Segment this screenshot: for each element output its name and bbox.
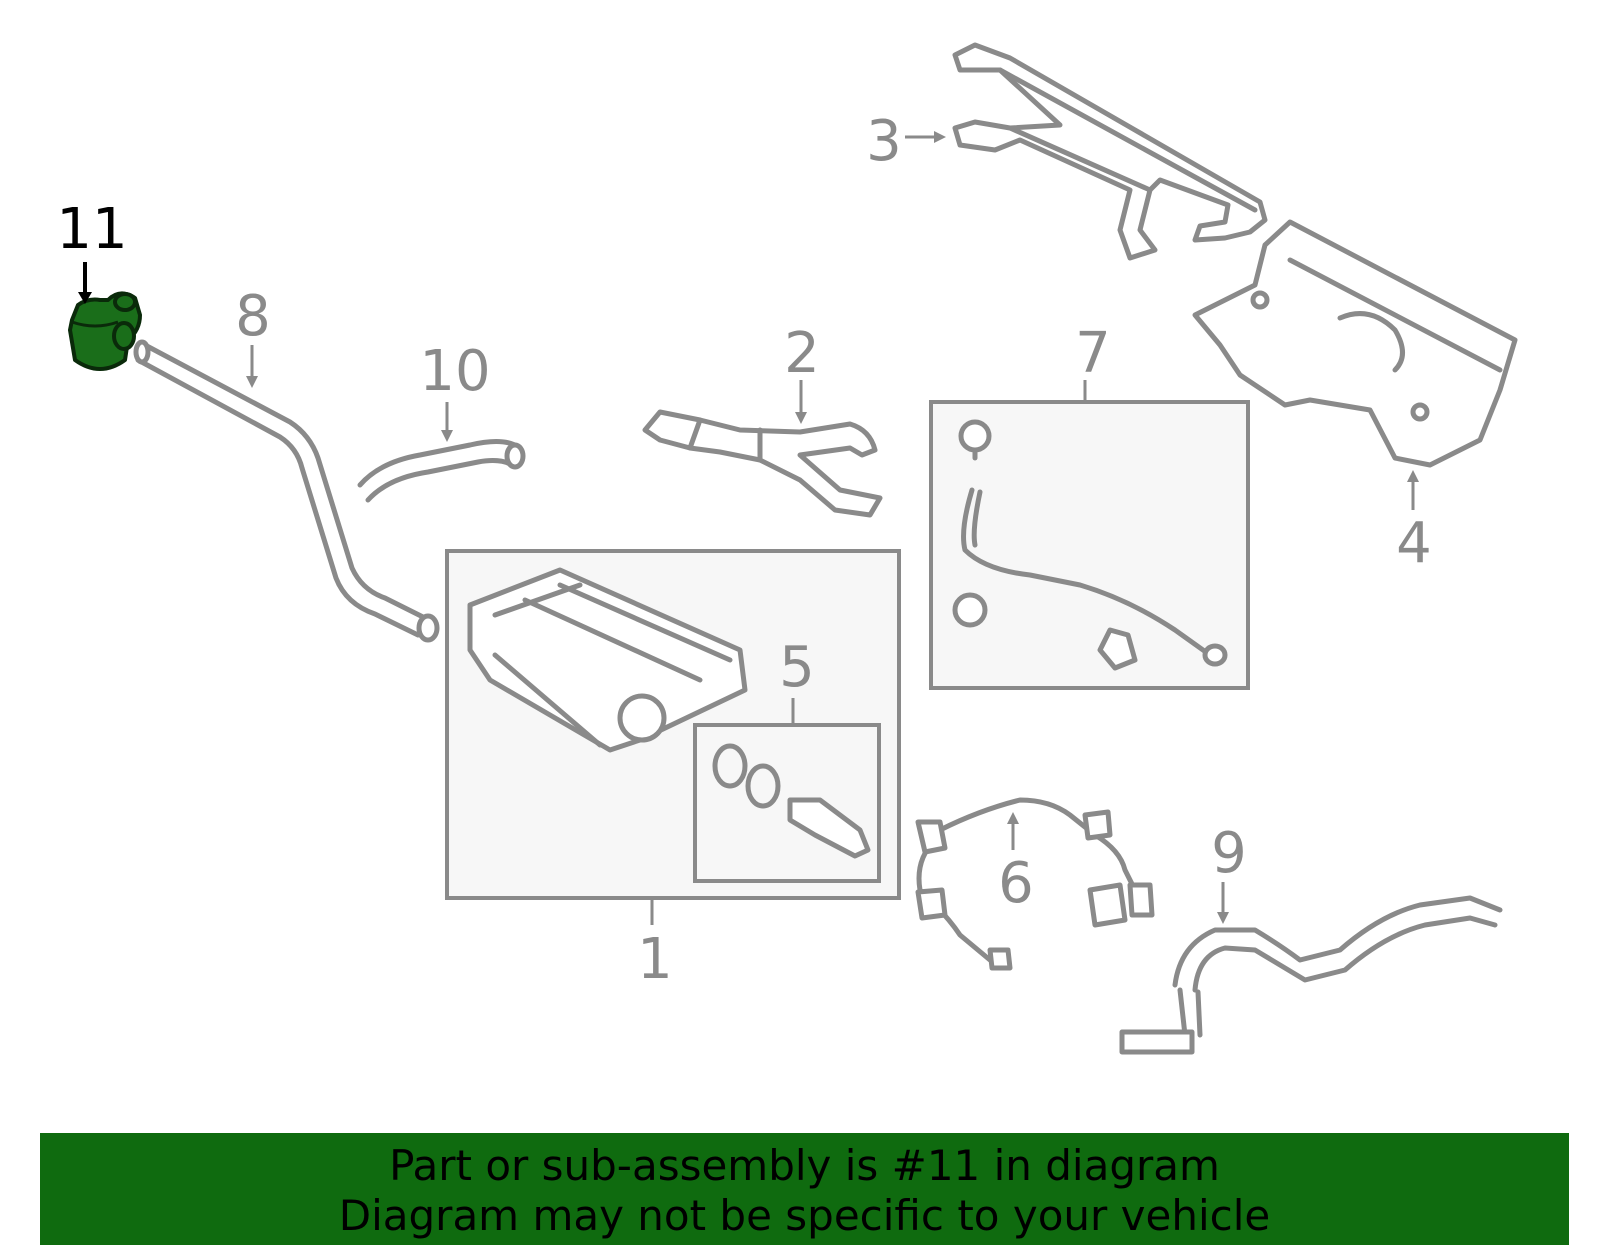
callout-2: 2 xyxy=(784,321,820,386)
callout-10: 10 xyxy=(419,339,490,404)
part-4-shield[interactable] xyxy=(1192,219,1518,468)
part-2-bracket[interactable] xyxy=(642,409,883,518)
part-5-valve-kit[interactable] xyxy=(712,743,871,859)
callout-4: 4 xyxy=(1396,511,1432,576)
leader-2-arrowhead xyxy=(795,412,807,424)
callout-8: 8 xyxy=(235,284,271,349)
leader-8-arrowhead xyxy=(246,376,258,388)
part-6-harness[interactable] xyxy=(915,797,1155,971)
callout-3: 3 xyxy=(866,109,902,174)
callout-6: 6 xyxy=(998,851,1034,916)
callout-1: 1 xyxy=(637,927,673,992)
callout-7: 7 xyxy=(1075,321,1111,386)
banner-line-2: Diagram may not be specific to your vehi… xyxy=(338,1191,1271,1240)
part-9-hose[interactable] xyxy=(1119,895,1503,1055)
part-11-highlighted[interactable] xyxy=(68,291,142,371)
leader-11-arrowhead xyxy=(78,292,92,304)
info-banner: Part or sub-assembly is #11 in diagram D… xyxy=(40,1133,1569,1245)
leader-9-arrowhead xyxy=(1217,912,1229,924)
part-3-frame[interactable] xyxy=(952,42,1268,261)
part-1-canister[interactable] xyxy=(467,567,748,753)
callout-9: 9 xyxy=(1211,821,1247,886)
banner-line-1: Part or sub-assembly is #11 in diagram xyxy=(389,1141,1220,1190)
callout-11: 11 xyxy=(56,197,127,262)
leader-3-arrowhead xyxy=(934,131,946,143)
leader-10-arrowhead xyxy=(441,430,453,442)
part-8-tube[interactable] xyxy=(133,339,440,643)
part-7-kit[interactable] xyxy=(952,419,1228,671)
leader-4-arrowhead xyxy=(1407,470,1419,482)
callout-5: 5 xyxy=(779,635,815,700)
part-10-hose[interactable] xyxy=(357,439,526,503)
leader-6-arrowhead xyxy=(1007,812,1019,824)
